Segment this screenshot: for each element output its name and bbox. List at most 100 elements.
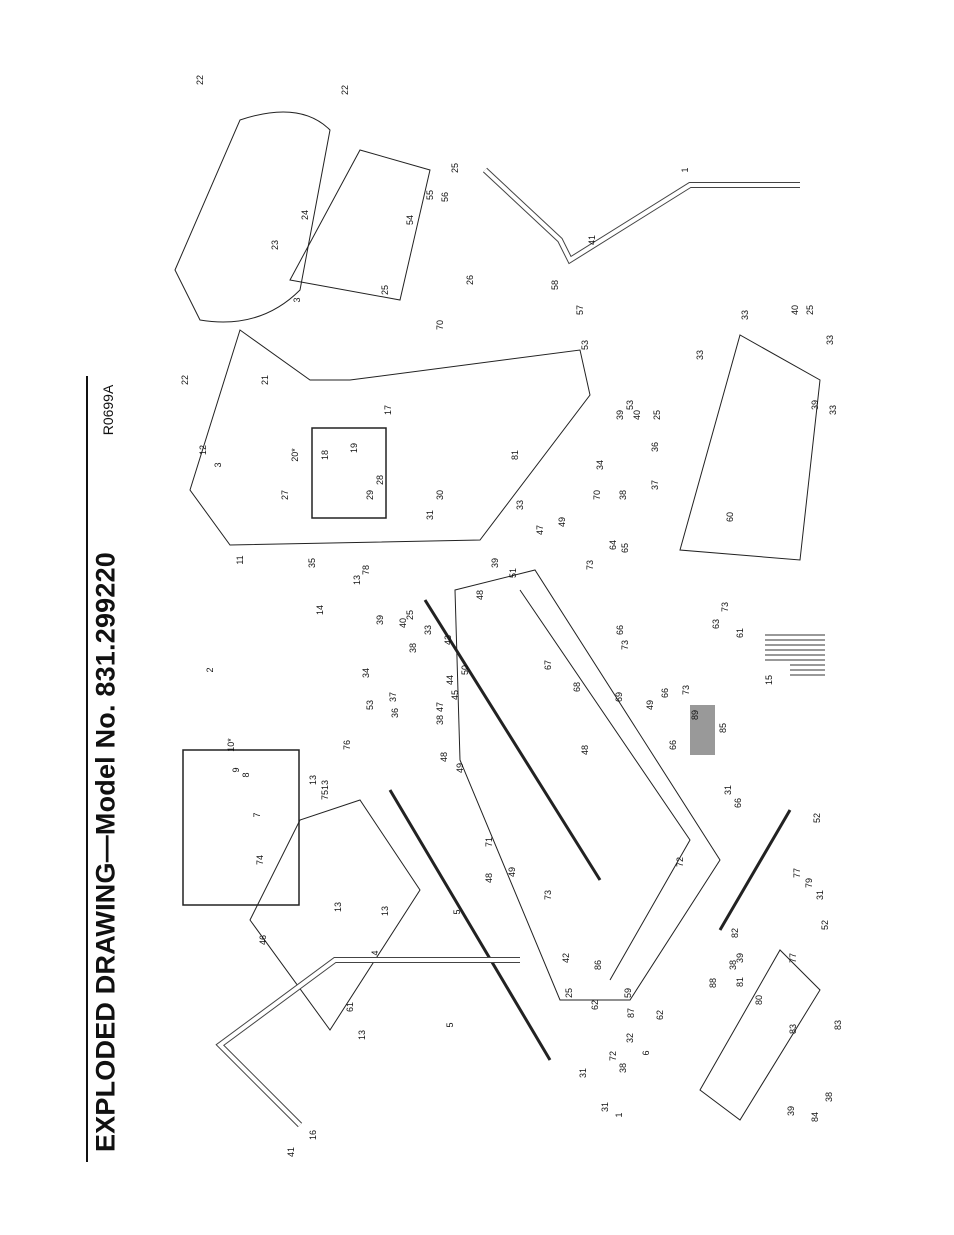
part-callout-48: 48 [580, 744, 590, 756]
part-callout-15: 15 [764, 674, 774, 686]
part-callout-77: 77 [788, 952, 798, 964]
side-rail [388, 789, 552, 1061]
part-callout-41: 41 [587, 234, 597, 246]
part-callout-70: 70 [435, 319, 445, 331]
part-callout-16: 16 [308, 1129, 318, 1141]
part-callout-32: 32 [625, 1032, 635, 1044]
part-callout-81: 81 [735, 976, 745, 988]
part-callout-68: 68 [572, 681, 582, 693]
part-callout-25: 25 [805, 304, 815, 316]
part-callout-33: 33 [515, 499, 525, 511]
inset-box-console [182, 749, 300, 906]
part-callout-48: 48 [475, 589, 485, 601]
part-callout-62: 62 [655, 1009, 665, 1021]
part-callout-34: 34 [595, 459, 605, 471]
part-callout-25: 25 [652, 409, 662, 421]
part-callout-53: 53 [580, 339, 590, 351]
part-callout-62: 62 [590, 999, 600, 1011]
part-callout-20-star: 20* [290, 448, 300, 462]
part-callout-40: 40 [632, 409, 642, 421]
part-callout-83: 83 [833, 1019, 843, 1031]
part-callout-13: 13 [320, 779, 330, 791]
part-callout-27: 27 [280, 489, 290, 501]
motor-hood [174, 111, 331, 323]
part-callout-3: 3 [213, 462, 223, 468]
part-callout-72: 72 [675, 856, 685, 868]
part-callout-1: 1 [680, 167, 690, 173]
part-callout-26: 26 [465, 274, 475, 286]
part-callout-39: 39 [375, 614, 385, 626]
part-callout-34: 34 [361, 667, 371, 679]
part-callout-50: 50 [460, 664, 470, 676]
part-callout-19: 19 [349, 442, 359, 454]
base-leg [699, 949, 821, 1121]
part-callout-39: 39 [786, 1105, 796, 1117]
part-callout-49: 49 [645, 699, 655, 711]
part-callout-9: 9 [231, 767, 241, 773]
inset-box-motor [311, 427, 387, 519]
title-rule [86, 376, 88, 1162]
console [249, 799, 421, 1031]
part-callout-71: 71 [484, 836, 494, 848]
part-callout-38: 38 [435, 714, 445, 726]
part-callout-22: 22 [180, 374, 190, 386]
part-callout-8: 8 [241, 772, 251, 778]
part-callout-33: 33 [695, 349, 705, 361]
part-callout-12: 12 [198, 444, 208, 456]
part-callout-39: 39 [615, 409, 625, 421]
part-callout-44: 44 [445, 674, 455, 686]
part-callout-25: 25 [564, 987, 574, 999]
part-callout-13: 13 [357, 1029, 367, 1041]
part-callout-73: 73 [720, 601, 730, 613]
part-callout-57: 57 [575, 304, 585, 316]
part-callout-76: 76 [342, 739, 352, 751]
handrail-left [215, 957, 520, 1128]
part-callout-53: 53 [365, 699, 375, 711]
part-callout-22: 22 [340, 84, 350, 96]
part-callout-52: 52 [812, 812, 822, 824]
part-callout-85: 85 [718, 722, 728, 734]
part-callout-73: 73 [681, 684, 691, 696]
part-callout-1: 1 [614, 1112, 624, 1118]
part-callout-87: 87 [626, 1007, 636, 1019]
part-callout-13: 13 [352, 574, 362, 586]
part-callout-49: 49 [507, 866, 517, 878]
part-callout-70: 70 [592, 489, 602, 501]
part-callout-10-star: 10* [226, 738, 236, 752]
part-callout-39: 39 [735, 952, 745, 964]
base-shield [679, 334, 821, 561]
part-callout-30: 30 [435, 489, 445, 501]
part-callout-73: 73 [543, 889, 553, 901]
part-callout-23: 23 [270, 239, 280, 251]
part-callout-72: 72 [608, 1050, 618, 1062]
part-callout-35: 35 [307, 557, 317, 569]
part-callout-53: 53 [625, 399, 635, 411]
part-callout-61: 61 [345, 1001, 355, 1013]
part-callout-31: 31 [723, 784, 733, 796]
part-callout-74: 74 [255, 854, 265, 866]
part-callout-40: 40 [790, 304, 800, 316]
part-callout-29: 29 [365, 489, 375, 501]
part-callout-31: 31 [815, 889, 825, 901]
part-callout-37: 37 [650, 479, 660, 491]
part-callout-54: 54 [405, 214, 415, 226]
part-callout-43: 43 [443, 634, 453, 646]
part-callout-52: 52 [820, 919, 830, 931]
part-callout-33: 33 [740, 309, 750, 321]
part-callout-36: 36 [390, 707, 400, 719]
part-callout-65: 65 [620, 542, 630, 554]
part-callout-88: 88 [708, 977, 718, 989]
deck-rail [519, 589, 691, 981]
part-callout-6: 6 [641, 1050, 651, 1056]
part-callout-13: 13 [380, 905, 390, 917]
part-callout-46: 46 [258, 934, 268, 946]
part-callout-59: 59 [623, 987, 633, 999]
part-callout-66: 66 [615, 624, 625, 636]
part-callout-3: 3 [292, 297, 302, 303]
part-callout-78: 78 [361, 564, 371, 576]
part-callout-66: 66 [733, 797, 743, 809]
part-callout-64: 64 [608, 539, 618, 551]
part-callout-73: 73 [620, 639, 630, 651]
upright-frame [189, 329, 591, 546]
part-callout-66: 66 [668, 739, 678, 751]
